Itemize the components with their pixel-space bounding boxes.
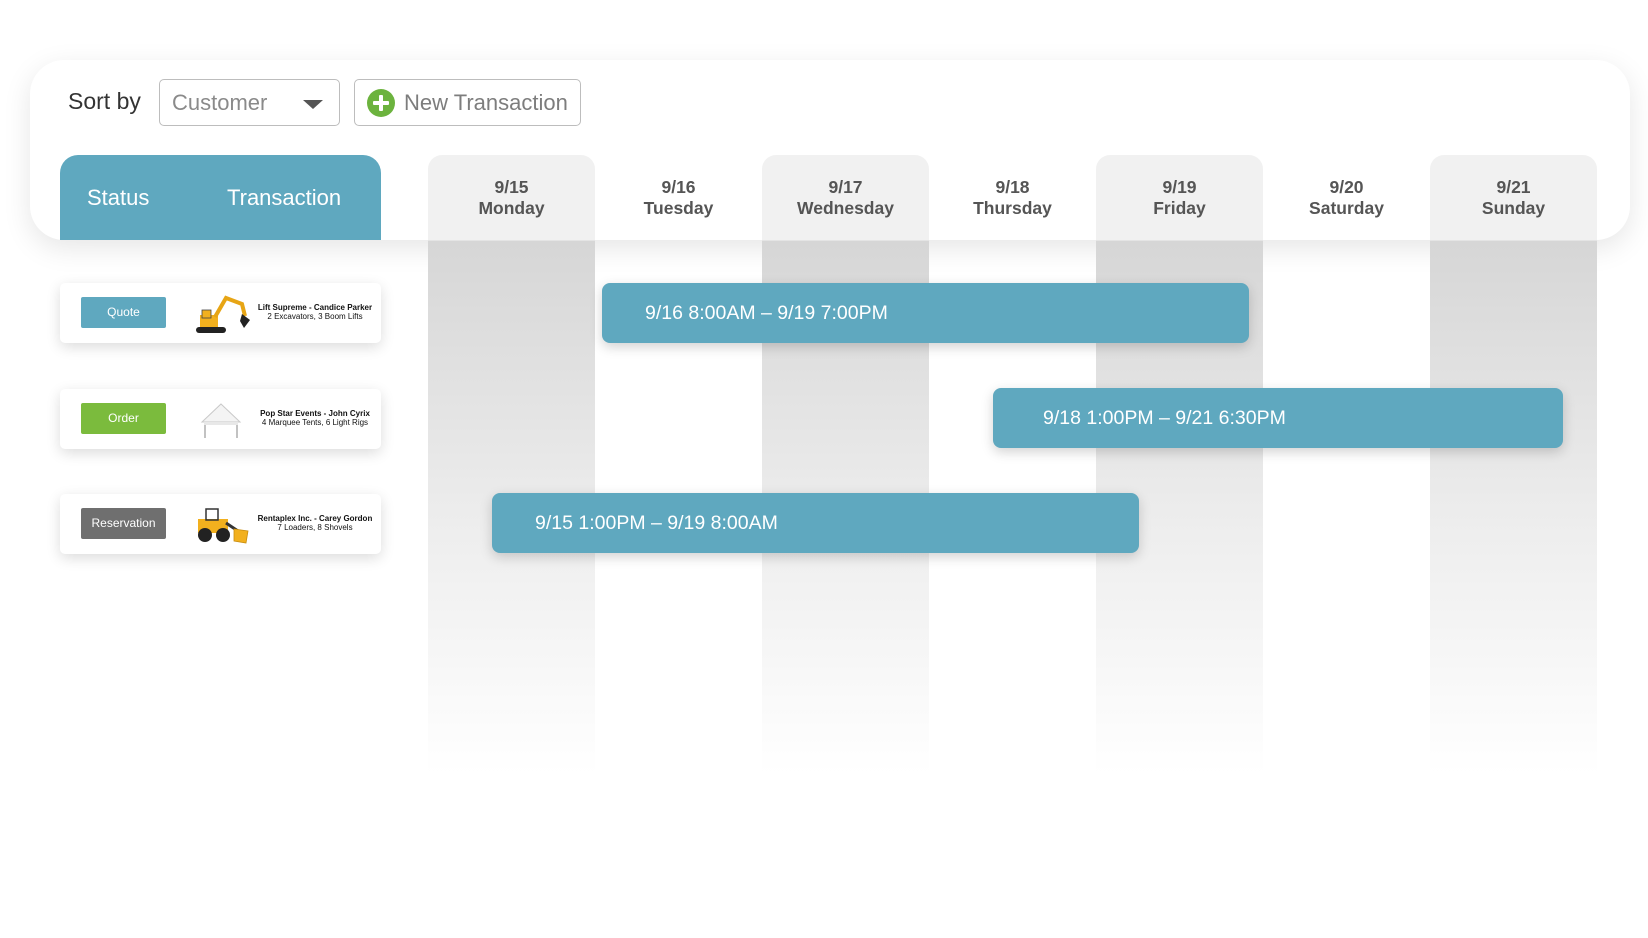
sort-dropdown-value: Customer: [172, 90, 268, 115]
transaction-detail: 4 Marquee Tents, 6 Light Rigs: [261, 418, 369, 427]
day-column-monday: 9/15 Monday: [428, 155, 595, 775]
transaction-info: Rentaplex Inc. - Carey Gordon 7 Loaders,…: [252, 514, 378, 532]
loader-icon: [190, 501, 252, 547]
day-date: 9/21: [1496, 177, 1531, 197]
transaction-column-header[interactable]: Transaction: [227, 185, 342, 210]
day-header: 9/21 Sunday: [1430, 177, 1597, 219]
status-column-header[interactable]: Status: [87, 185, 150, 210]
status-badge: Reservation: [81, 508, 166, 539]
day-column-wednesday: 9/17 Wednesday: [762, 155, 929, 775]
day-date: 9/17: [828, 177, 863, 197]
status-badge: Order: [81, 403, 166, 434]
booking-range-label: 9/16 8:00AM – 9/19 7:00PM: [645, 302, 888, 324]
booking-range-label: 9/15 1:00PM – 9/19 8:00AM: [535, 512, 778, 534]
booking-range-label: 9/18 1:00PM – 9/21 6:30PM: [1043, 407, 1286, 429]
day-weekday: Monday: [478, 198, 545, 218]
day-column-friday: 9/19 Friday: [1096, 155, 1263, 775]
day-header: 9/15 Monday: [428, 177, 595, 219]
sort-by-label: Sort by: [68, 88, 141, 114]
transaction-title: Rentaplex Inc. - Carey Gordon: [257, 514, 373, 523]
transaction-row[interactable]: Reservation Rentaplex Inc. - Carey Gordo…: [60, 494, 381, 554]
day-header: 9/20 Saturday: [1263, 177, 1430, 219]
transaction-info: Pop Star Events - John Cyrix 4 Marquee T…: [252, 409, 378, 427]
chevron-down-icon: [303, 100, 323, 109]
new-transaction-button[interactable]: New Transaction: [354, 79, 581, 126]
day-date: 9/20: [1329, 177, 1364, 197]
excavator-icon: [190, 290, 252, 336]
day-column-sunday: 9/21 Sunday: [1430, 155, 1597, 775]
day-weekday: Sunday: [1481, 198, 1546, 218]
day-date: 9/15: [494, 177, 529, 197]
day-date: 9/19: [1162, 177, 1197, 197]
day-weekday: Tuesday: [643, 198, 714, 218]
day-column-thursday: 9/18 Thursday: [929, 155, 1096, 775]
day-header: 9/17 Wednesday: [762, 177, 929, 219]
table-header: Status Transaction: [60, 155, 381, 240]
sort-dropdown[interactable]: Customer: [159, 79, 340, 126]
day-header: 9/16 Tuesday: [595, 177, 762, 219]
transaction-detail: 2 Excavators, 3 Boom Lifts: [267, 312, 363, 321]
tent-icon: [190, 396, 252, 442]
day-header: 9/18 Thursday: [929, 177, 1096, 219]
day-header: 9/19 Friday: [1096, 177, 1263, 219]
plus-circle-icon: [367, 89, 395, 117]
transaction-detail: 7 Loaders, 8 Shovels: [277, 523, 353, 532]
transaction-title: Lift Supreme - Candice Parker: [257, 303, 373, 312]
day-weekday: Thursday: [973, 198, 1052, 218]
transaction-info: Lift Supreme - Candice Parker 2 Excavato…: [252, 303, 378, 321]
booking-bar[interactable]: 9/15 1:00PM – 9/19 8:00AM: [492, 493, 1139, 553]
day-date: 9/18: [995, 177, 1030, 197]
transaction-row[interactable]: Order Pop Star Events - John Cyrix 4 Mar…: [60, 389, 381, 449]
day-column-saturday: 9/20 Saturday: [1263, 155, 1430, 775]
status-badge: Quote: [81, 297, 166, 328]
day-column-tuesday: 9/16 Tuesday: [595, 155, 762, 775]
day-weekday: Saturday: [1309, 198, 1384, 218]
booking-bar[interactable]: 9/18 1:00PM – 9/21 6:30PM: [993, 388, 1563, 448]
new-transaction-label: New Transaction: [404, 90, 568, 115]
day-date: 9/16: [661, 177, 696, 197]
booking-bar[interactable]: 9/16 8:00AM – 9/19 7:00PM: [602, 283, 1249, 343]
day-weekday: Friday: [1153, 198, 1206, 218]
transaction-title: Pop Star Events - John Cyrix: [260, 409, 370, 418]
transaction-row[interactable]: Quote Lift Supreme - Candice Parker 2 Ex…: [60, 283, 381, 343]
day-weekday: Wednesday: [797, 198, 894, 218]
